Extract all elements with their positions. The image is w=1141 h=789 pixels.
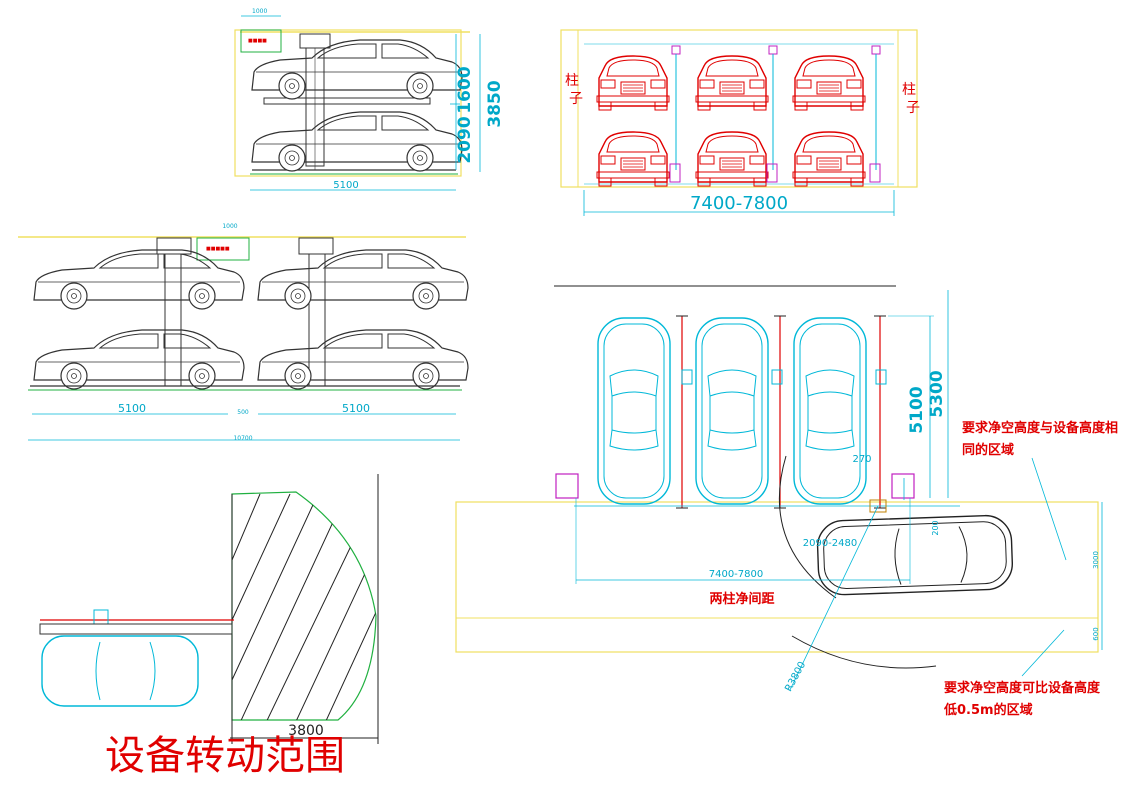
car-lower-right — [257, 329, 469, 390]
dim-2090-2480: 2090-2480 — [803, 538, 858, 549]
elevation-double: 1000 ■■■■■ 5100 500 5100 10700 — [18, 223, 469, 442]
dim-5100-main: 5100 — [907, 386, 927, 433]
rotation-range: 3800 — [39, 474, 379, 744]
dim-5300-main: 5300 — [927, 370, 947, 417]
small-red-note-2: ■■■■■ — [206, 246, 230, 252]
dim-2090: 2090 — [455, 116, 475, 163]
car-top-1 — [597, 317, 671, 505]
car-front-3 — [792, 55, 866, 111]
column-block-right — [891, 473, 915, 499]
plan-top-view: 柱子 柱子 7400-7800 — [560, 29, 920, 216]
note-full-height-line2: 同的区域 — [962, 442, 1014, 458]
car-top-2 — [695, 317, 769, 505]
car-top-horizontal — [41, 635, 199, 707]
car-upper-left — [33, 249, 245, 310]
dim-5100-right: 5100 — [342, 402, 370, 415]
note-lower-height-line1: 要求净空高度可比设备高度 — [944, 680, 1101, 696]
car-front-5 — [695, 131, 769, 187]
dim-5100-left: 5100 — [118, 402, 146, 415]
dim-200: 200 — [931, 520, 940, 535]
car-lower-left — [33, 329, 245, 390]
small-red-note: ■■■■ — [248, 38, 267, 44]
car-front-4 — [596, 131, 670, 187]
dim-1000-small: 1000 — [252, 8, 267, 15]
car-lower — [251, 111, 463, 172]
dim-1600: 1600 — [455, 66, 475, 113]
note-full-height-line1: 要求净空高度与设备高度相 — [962, 420, 1118, 436]
car-top-3 — [793, 317, 867, 505]
dim-7400-7800-top: 7400-7800 — [690, 193, 788, 214]
dim-3850: 3850 — [485, 80, 505, 127]
dim-10700: 10700 — [233, 435, 252, 442]
elevation-single: 1000 ■■■■ 1600 2090 3850 5100 — [234, 8, 505, 191]
plan-main: 5100 5300 270 2090-2480 200 7400-7800 两柱… — [455, 285, 1123, 718]
rotation-range-title: 设备转动范围 — [105, 733, 345, 779]
dim-270: 270 — [852, 454, 871, 465]
note-full-height: 要求净空高度与设备高度相 同的区域 — [962, 420, 1123, 458]
note-lower-height-line2: 低0.5m的区域 — [943, 702, 1033, 718]
column-block-left — [555, 473, 579, 499]
column-right-label: 柱子 — [902, 82, 920, 116]
dim-600: 600 — [1092, 627, 1100, 640]
car-front-2 — [695, 55, 769, 111]
car-front-6 — [792, 131, 866, 187]
dim-3000: 3000 — [1092, 551, 1100, 569]
car-upper-right — [257, 249, 469, 310]
dim-500-gap: 500 — [237, 409, 249, 416]
car-top-rotated — [816, 514, 1014, 596]
note-lower-height: 要求净空高度可比设备高度 低0.5m的区域 — [943, 680, 1105, 718]
dim-1000-small-2: 1000 — [222, 223, 237, 230]
dim-3800: 3800 — [288, 723, 324, 739]
label-between-columns: 两柱净间距 — [709, 591, 774, 607]
dim-r3800: R3800 — [783, 660, 808, 694]
column-left-label: 柱子 — [565, 73, 583, 107]
dim-5100-single: 5100 — [333, 180, 358, 191]
car-upper — [251, 39, 463, 100]
car-front-1 — [596, 55, 670, 111]
dim-7400-7800-main: 7400-7800 — [709, 569, 764, 580]
